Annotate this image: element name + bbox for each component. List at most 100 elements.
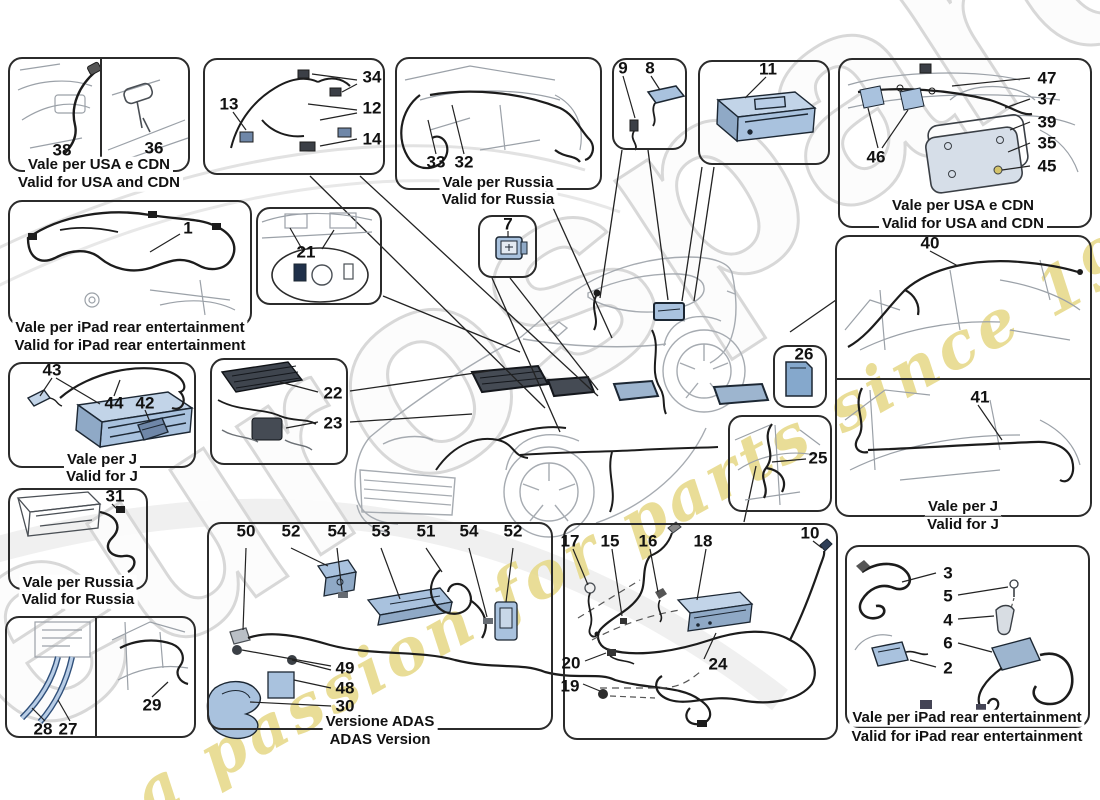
caption-usa-top-left-en: Valid for USA and CDN <box>15 174 183 192</box>
panel-art-sd-card <box>785 361 813 397</box>
callout-15[interactable]: 15 <box>600 531 620 551</box>
callout-14[interactable]: 14 <box>362 129 382 149</box>
callout-32[interactable]: 32 <box>454 152 474 172</box>
callout-52a[interactable]: 52 <box>281 521 301 541</box>
callout-36[interactable]: 36 <box>144 138 164 158</box>
callout-10[interactable]: 10 <box>800 523 820 543</box>
callout-9[interactable]: 9 <box>618 58 628 78</box>
panel-console-usb <box>256 207 382 305</box>
panel-usb-port <box>478 215 537 278</box>
panel-art-head-unit <box>716 76 817 143</box>
callout-7[interactable]: 7 <box>503 214 513 234</box>
callout-44[interactable]: 44 <box>104 393 124 413</box>
callout-54a[interactable]: 54 <box>327 521 347 541</box>
car-harness-overlay <box>435 289 770 513</box>
callout-47[interactable]: 47 <box>1037 68 1057 88</box>
caption-russia-unit-en: Valid for Russia <box>18 591 138 609</box>
callout-31[interactable]: 31 <box>105 486 125 506</box>
callout-2[interactable]: 2 <box>943 658 953 678</box>
panel-art-tuner-j <box>26 367 194 449</box>
caption-tuner-j-it: Vale per J <box>63 451 141 469</box>
callout-42[interactable]: 42 <box>135 393 155 413</box>
panel-art-console-usb <box>261 212 373 303</box>
panel-art-cable-set <box>230 69 358 152</box>
callout-19[interactable]: 19 <box>560 676 580 696</box>
panel-pillar-cable <box>728 415 832 512</box>
callout-48[interactable]: 48 <box>335 678 355 698</box>
callout-11[interactable]: 11 <box>759 59 777 79</box>
callout-5[interactable]: 5 <box>943 586 953 606</box>
panel-art-gps-antenna <box>622 75 686 151</box>
callout-6[interactable]: 6 <box>943 633 953 653</box>
callout-49[interactable]: 49 <box>335 658 355 678</box>
callout-21[interactable]: 21 <box>296 242 316 262</box>
callout-8[interactable]: 8 <box>645 58 655 78</box>
panel-dash-antenna-j <box>835 235 1092 517</box>
panel-gps-antenna <box>612 58 687 150</box>
panel-art-dash-antenna-j <box>844 250 1083 483</box>
caption-usa-rear-en: Valid for USA and CDN <box>879 215 1047 233</box>
caption-dash-antenna-j-en: Valid for J <box>924 516 1002 534</box>
callout-30[interactable]: 30 <box>335 696 355 716</box>
panel-art-pillar-cable <box>734 423 821 506</box>
callout-54b[interactable]: 54 <box>459 521 479 541</box>
panel-ipad-kit <box>845 545 1090 728</box>
callout-33[interactable]: 33 <box>426 152 446 172</box>
caption-ipad-harness-en: Valid for iPad rear entertainment <box>11 337 249 355</box>
caption-usa-top-left-it: Vale per USA e CDN <box>25 156 173 174</box>
callout-18[interactable]: 18 <box>693 531 713 551</box>
callout-20[interactable]: 20 <box>561 653 581 673</box>
caption-adas-en: ADAS Version <box>326 731 434 749</box>
panel-art-russia-unit <box>16 491 136 574</box>
callout-45[interactable]: 45 <box>1037 156 1057 176</box>
callout-28[interactable]: 28 <box>33 719 53 739</box>
panel-dash-antenna-j-divider <box>837 378 1090 380</box>
callout-1[interactable]: 1 <box>183 218 193 238</box>
callout-22[interactable]: 22 <box>323 383 343 403</box>
panel-tubes-cables <box>5 616 196 738</box>
panel-art-ipad-harness <box>26 211 236 316</box>
callout-35[interactable]: 35 <box>1037 133 1057 153</box>
callout-23[interactable]: 23 <box>323 413 343 433</box>
caption-adas-it: Versione ADAS <box>322 713 438 731</box>
callout-52b[interactable]: 52 <box>503 521 523 541</box>
callout-16[interactable]: 16 <box>638 531 658 551</box>
callout-38[interactable]: 38 <box>52 140 72 160</box>
callout-25[interactable]: 25 <box>808 448 828 468</box>
panel-mic-harness <box>563 523 838 740</box>
callout-43[interactable]: 43 <box>42 360 62 380</box>
panel-art-usb-port <box>495 231 528 260</box>
panel-cable-set <box>203 58 385 175</box>
panel-usa-cdn-top-left-divider <box>100 59 102 170</box>
panel-ipad-harness <box>8 200 252 327</box>
callout-3[interactable]: 3 <box>943 563 953 583</box>
callout-34[interactable]: 34 <box>362 67 382 87</box>
panel-sd-card <box>773 345 827 408</box>
panel-art-mic-harness <box>572 521 833 704</box>
callout-17[interactable]: 17 <box>560 531 580 551</box>
caption-ipad-harness-it: Vale per iPad rear entertainment <box>12 319 248 337</box>
caption-dash-antenna-j-it: Vale per J <box>924 498 1002 516</box>
caption-usa-rear-it: Vale per USA e CDN <box>889 197 1037 215</box>
callout-12[interactable]: 12 <box>362 98 382 118</box>
callout-46[interactable]: 46 <box>866 147 886 167</box>
caption-russia-unit-it: Vale per Russia <box>19 574 137 592</box>
callout-13[interactable]: 13 <box>219 94 239 114</box>
callout-29[interactable]: 29 <box>142 695 162 715</box>
callout-26[interactable]: 26 <box>794 344 814 364</box>
callout-24[interactable]: 24 <box>708 654 728 674</box>
callout-50[interactable]: 50 <box>236 521 256 541</box>
callout-40[interactable]: 40 <box>920 233 940 253</box>
leader-lines <box>309 149 837 523</box>
callout-51[interactable]: 51 <box>416 521 436 541</box>
callout-4[interactable]: 4 <box>943 610 953 630</box>
callout-39[interactable]: 39 <box>1037 112 1057 132</box>
callout-53[interactable]: 53 <box>371 521 391 541</box>
callout-37[interactable]: 37 <box>1037 89 1057 109</box>
panel-art-usa-cdn-top-left <box>17 61 189 166</box>
panel-amplifier <box>210 358 348 465</box>
caption-russia-dash-en: Valid for Russia <box>438 191 558 209</box>
callout-41[interactable]: 41 <box>970 387 990 407</box>
panel-art-amplifier <box>217 361 319 451</box>
callout-27[interactable]: 27 <box>58 719 78 739</box>
